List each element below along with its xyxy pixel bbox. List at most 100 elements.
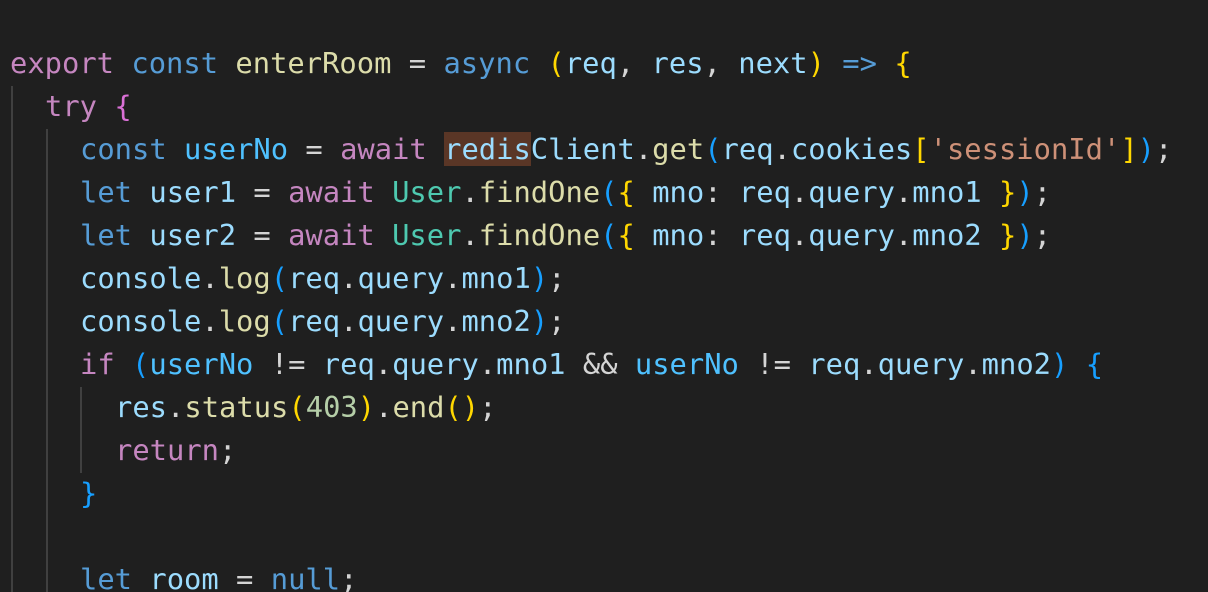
code-token: ( <box>600 217 618 252</box>
code-token: const <box>131 45 219 80</box>
code-token: ; <box>340 561 358 592</box>
code-token: = <box>218 561 271 592</box>
code-token: ; <box>1033 217 1052 252</box>
code-token: async <box>443 45 531 80</box>
code-token: { <box>1085 346 1104 381</box>
code-token: . <box>340 260 358 295</box>
code-token: ; <box>1155 131 1173 166</box>
code-token <box>132 562 149 592</box>
code-token: . <box>478 346 497 381</box>
code-token: { <box>617 217 635 252</box>
code-line[interactable]: res.status(403).end(); <box>115 386 496 429</box>
code-token: enterRoom <box>235 45 392 80</box>
code-token: . <box>444 303 462 338</box>
code-token: query <box>357 303 445 338</box>
code-token: . <box>790 217 809 252</box>
code-token <box>132 218 149 252</box>
code-token: ) <box>357 389 376 424</box>
code-token: req <box>322 346 375 381</box>
code-token: . <box>773 131 791 166</box>
code-token: findOne <box>478 217 601 252</box>
code-token: mno <box>652 217 705 252</box>
code-token: User <box>392 217 462 252</box>
code-token: { <box>114 88 132 123</box>
code-token: : <box>704 174 739 209</box>
code-token: await <box>340 131 427 166</box>
code-token: req <box>288 303 341 338</box>
code-line[interactable]: } <box>80 472 97 515</box>
code-token: . <box>860 346 878 381</box>
code-line[interactable]: console.log(req.query.mno1); <box>80 257 566 300</box>
code-line[interactable]: return; <box>115 429 236 472</box>
code-token: req <box>721 131 774 166</box>
code-token: = <box>288 131 341 166</box>
code-token: mno <box>652 174 705 209</box>
code-token: req <box>738 174 791 209</box>
code-token: userNo <box>184 131 289 166</box>
code-token: ( <box>132 346 150 381</box>
code-token: = <box>236 174 289 209</box>
code-token: next <box>738 45 808 80</box>
code-token <box>825 46 842 80</box>
code-token: return <box>115 432 220 467</box>
code-token: null <box>270 561 341 592</box>
code-token: ; <box>548 303 566 338</box>
code-token: { <box>617 174 635 209</box>
code-token: . <box>201 260 219 295</box>
code-token <box>375 175 392 209</box>
code-token: () <box>444 389 480 424</box>
code-token: = <box>236 217 289 252</box>
code-line[interactable]: export const enterRoom = async (req, res… <box>10 42 912 85</box>
code-token: . <box>201 303 219 338</box>
code-token: != <box>253 346 323 381</box>
code-token: query <box>357 260 445 295</box>
code-token: let <box>80 174 133 209</box>
code-token: ) <box>1051 346 1069 381</box>
code-token: room <box>149 561 219 592</box>
code-token: ; <box>219 432 237 467</box>
code-token: , <box>703 45 739 80</box>
code-token: [ <box>912 131 930 166</box>
code-token: . <box>790 174 809 209</box>
code-token: console <box>80 303 202 338</box>
code-token: } <box>999 217 1017 252</box>
indent-guide <box>80 387 82 473</box>
code-token: query <box>392 346 479 381</box>
code-token: let <box>80 561 133 592</box>
code-token: try <box>45 88 98 123</box>
code-token: } <box>80 475 98 510</box>
code-token: 'sessionId' <box>929 131 1121 166</box>
code-token: { <box>894 45 912 80</box>
code-token <box>218 46 235 80</box>
code-token <box>114 46 131 80</box>
code-token: . <box>444 260 462 295</box>
code-token: console <box>80 260 202 295</box>
code-token <box>635 218 652 252</box>
code-token: ; <box>548 260 566 295</box>
code-token: . <box>634 131 653 166</box>
code-line[interactable]: let user2 = await User.findOne({ mno: re… <box>80 214 1051 257</box>
code-token: req <box>288 260 341 295</box>
code-token: mno1 <box>496 346 566 381</box>
code-token: ) <box>1137 131 1156 166</box>
code-line[interactable]: let user1 = await User.findOne({ mno: re… <box>80 171 1051 214</box>
code-token: . <box>964 346 982 381</box>
code-line[interactable]: let room = null; <box>80 558 357 592</box>
code-token: ( <box>547 45 565 80</box>
code-line[interactable]: const userNo = await redisClient.get(req… <box>80 128 1172 171</box>
code-line[interactable]: try { <box>45 85 132 128</box>
code-token: ) <box>807 45 825 80</box>
code-token: ( <box>600 174 618 209</box>
code-token: res <box>115 389 168 424</box>
code-token <box>530 46 547 80</box>
code-token: . <box>340 303 358 338</box>
code-token: ) <box>1016 174 1034 209</box>
code-token: cookies <box>790 131 913 166</box>
code-token: userNo <box>149 346 254 381</box>
code-token: req <box>564 45 617 80</box>
code-token <box>97 89 114 123</box>
code-line[interactable]: if (userNo != req.query.mno1 && userNo !… <box>80 343 1103 386</box>
code-line[interactable]: console.log(req.query.mno2); <box>80 300 566 343</box>
code-token: User <box>392 174 462 209</box>
